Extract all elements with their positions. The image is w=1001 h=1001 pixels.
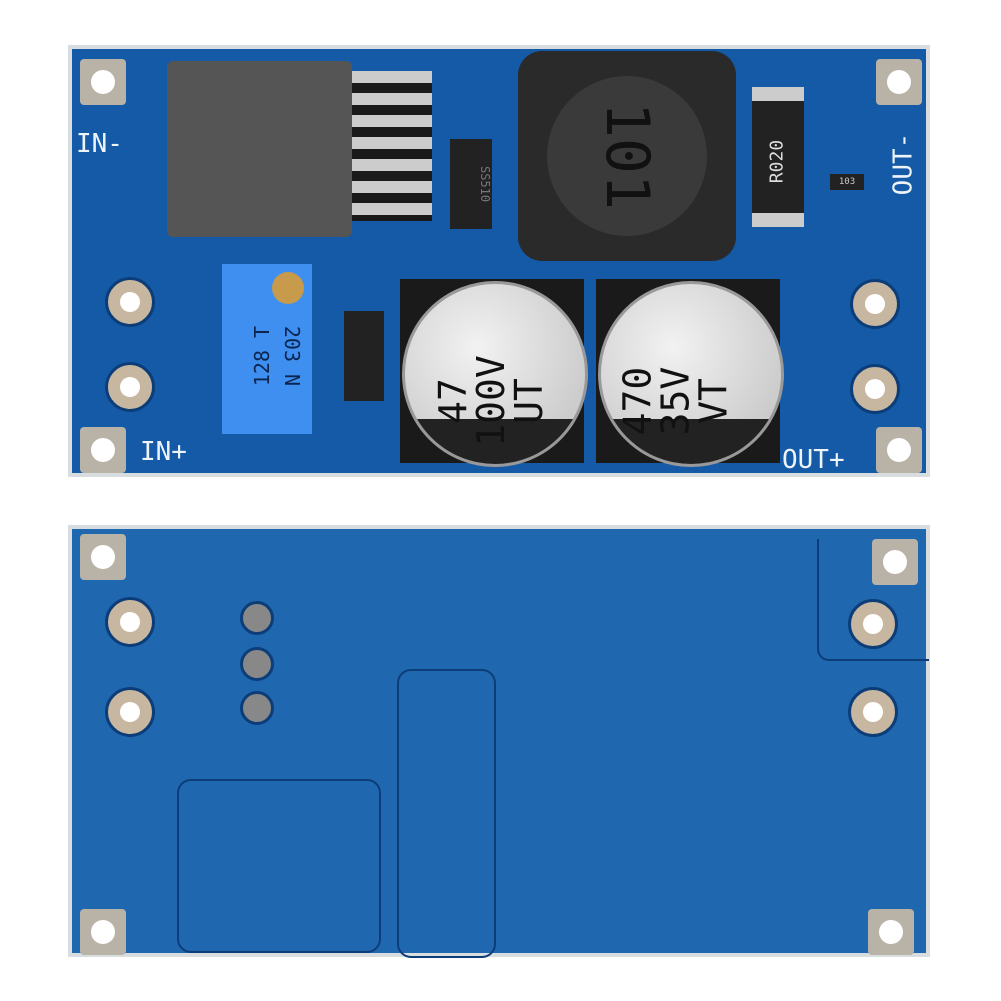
copper-outline [817,539,929,661]
through-hole [850,364,900,414]
label-in-plus: IN+ [140,437,187,467]
mount-pad [80,909,126,955]
cap1-voltage: 100V [468,355,513,447]
label-out-minus: OUT- [888,132,919,196]
through-hole [105,362,155,412]
cap2-value: 470 [615,366,660,436]
through-hole [848,687,898,737]
copper-pour [177,779,381,953]
mount-pad [80,427,126,473]
regulator-pins [352,71,432,221]
potentiometer: 128 T 203 N [222,264,312,434]
diode-2 [344,311,384,401]
solder-joint [240,601,274,635]
capacitor-47uf: 47 100V UT [402,281,588,467]
label-out-plus: OUT+ [782,445,845,475]
capacitor-470uf: 470 35V VT [598,281,784,467]
through-hole [850,279,900,329]
through-hole [105,687,155,737]
mount-pad [80,59,126,105]
mount-pad [876,59,922,105]
through-hole [105,277,155,327]
mount-pad [80,534,126,580]
cap1-series: UT [506,378,551,424]
cap2-voltage: 35V [653,366,698,436]
cap2-series: VT [691,378,736,424]
pcb-bottom-side [68,525,930,958]
inductor: 101 [518,51,736,261]
potentiometer-screw[interactable] [272,272,304,304]
pot-text-2: 203 N [280,325,305,387]
current-sense-resistor: R020 [766,139,788,184]
inductor-marking: 101 [547,76,707,236]
diode: SS510 [450,139,492,229]
cap1-value: 47 [430,378,475,424]
label-in-minus: IN- [76,129,123,159]
solder-joint [240,691,274,725]
copper-pour [397,669,496,958]
through-hole [848,599,898,649]
through-hole [105,597,155,647]
mount-pad [872,539,918,585]
mount-pad [868,909,914,955]
mount-pad [876,427,922,473]
solder-joint [240,647,274,681]
regulator-ic [167,61,352,237]
smd-resistor: 103 [830,174,864,190]
pot-text-1: 128 T [250,325,275,387]
pcb-top-side: IN- IN+ OUT- OUT+ SS510 101 R020 103 128… [68,45,930,477]
